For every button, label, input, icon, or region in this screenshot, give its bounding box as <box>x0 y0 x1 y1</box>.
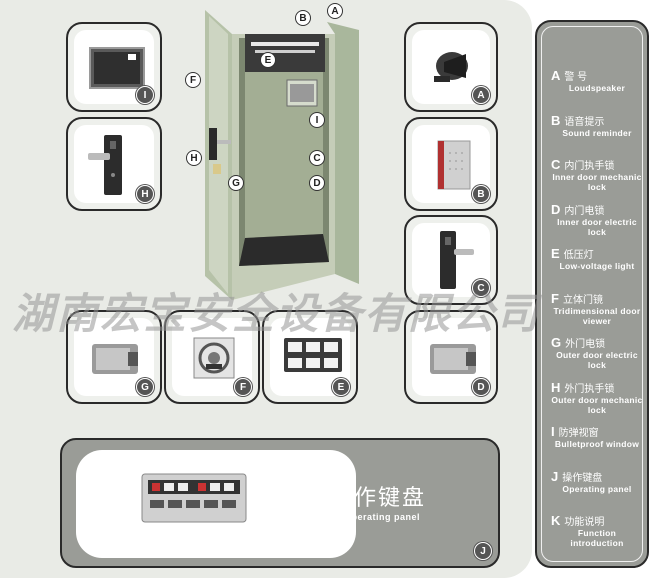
legend-key: D <box>551 201 561 217</box>
card-inner-mechanic-lock: C <box>404 215 498 305</box>
legend-label-cn: 语音提示 <box>564 116 605 128</box>
card-low-voltage-light: E <box>262 310 358 404</box>
legend-key: C <box>551 157 561 172</box>
callout-a: A <box>327 3 343 19</box>
card-label: B <box>472 185 490 203</box>
legend-label-en: Outer door mechanic lock <box>551 394 643 415</box>
light-panel-icon <box>284 338 342 372</box>
legend-label-en: Bulletproof window <box>554 439 640 449</box>
card-loudspeaker: A <box>404 22 498 112</box>
card-label: J <box>474 542 492 560</box>
legend-label-cn: 功能说明 <box>564 517 605 528</box>
callout-e: E <box>260 52 276 68</box>
card-sound-reminder: B <box>404 117 498 211</box>
legend-label-cn: 操作键盘 <box>562 472 603 484</box>
legend-label-cn: 内门电锁 <box>564 205 605 217</box>
security-booth-illustration <box>205 10 359 300</box>
card-label: E <box>332 378 350 396</box>
legend-label-cn: 外门电锁 <box>565 339 606 350</box>
door-handle-lock-icon <box>440 231 474 289</box>
legend-label-en: Tridimensional door viewer <box>553 305 641 326</box>
card-label: F <box>234 378 252 396</box>
legend-key: H <box>551 379 561 395</box>
loudspeaker-icon <box>434 52 468 82</box>
legend-key: G <box>551 335 562 350</box>
callout-h: H <box>186 150 202 166</box>
callout-c: C <box>309 150 325 166</box>
legend-label-cn: 警 号 <box>564 72 588 83</box>
legend-key: K <box>551 513 561 528</box>
legend-label-en: Loudspeaker <box>568 83 626 93</box>
legend-key: F <box>551 290 559 306</box>
speaker-box-icon <box>437 140 471 190</box>
card-bulletproof-window: I <box>66 22 162 112</box>
legend-key: E <box>551 246 560 261</box>
legend-key: I <box>551 424 555 439</box>
card-label: A <box>472 86 490 104</box>
legend-label-cn: 内门执手锁 <box>564 161 615 172</box>
card-label: D <box>472 378 490 396</box>
legend-key: J <box>551 468 559 484</box>
callout-b: B <box>295 10 311 26</box>
legend-label-en: Inner door electric lock <box>557 216 637 237</box>
door-viewer-icon <box>193 337 235 379</box>
callout-g: G <box>228 175 244 191</box>
card-door-viewer: F <box>164 310 260 404</box>
legend-key: A <box>551 68 561 83</box>
legend-label-en: Low-voltage light <box>559 261 635 271</box>
legend-key: B <box>551 112 561 128</box>
keypad-device-icon <box>141 473 247 523</box>
legend-label-cn: 低压灯 <box>563 250 594 261</box>
door-handle-lock-icon <box>88 135 122 195</box>
card-outer-electric-lock: G <box>66 310 162 404</box>
company-watermark: 湖南宏宝安全设备有限公司 <box>12 289 541 338</box>
legend-label-en: Outer door electric lock <box>556 350 638 370</box>
legend-label-en: Inner door mechanic lock <box>552 172 642 192</box>
electric-lock-icon <box>92 344 138 374</box>
legend-label-cn: 立体门镜 <box>562 294 603 306</box>
operating-panel-title: 操作键盘 <box>330 486 427 511</box>
legend-label-cn: 外门执手锁 <box>564 383 615 395</box>
card-operating-panel: J <box>60 438 500 568</box>
card-inner-electric-lock: D <box>404 310 498 404</box>
legend-label-cn: 防弹视窗 <box>558 428 599 439</box>
legend-label-en: Operating panel <box>562 483 632 494</box>
legend-label-en: Function introduction <box>570 528 624 548</box>
callout-f: F <box>185 72 201 88</box>
electric-lock-icon <box>430 344 476 374</box>
legend-panel <box>535 20 649 568</box>
window-icon <box>89 47 145 89</box>
callout-i: I <box>309 112 325 128</box>
card-label: I <box>136 86 154 104</box>
operating-panel-subtitle: Operating panel <box>344 512 421 522</box>
card-outer-mechanic-lock: H <box>66 117 162 211</box>
card-label: G <box>136 378 154 396</box>
legend-label-en: Sound reminder <box>562 127 632 138</box>
card-label: C <box>472 279 490 297</box>
callout-d: D <box>309 175 325 191</box>
card-label: H <box>136 185 154 203</box>
